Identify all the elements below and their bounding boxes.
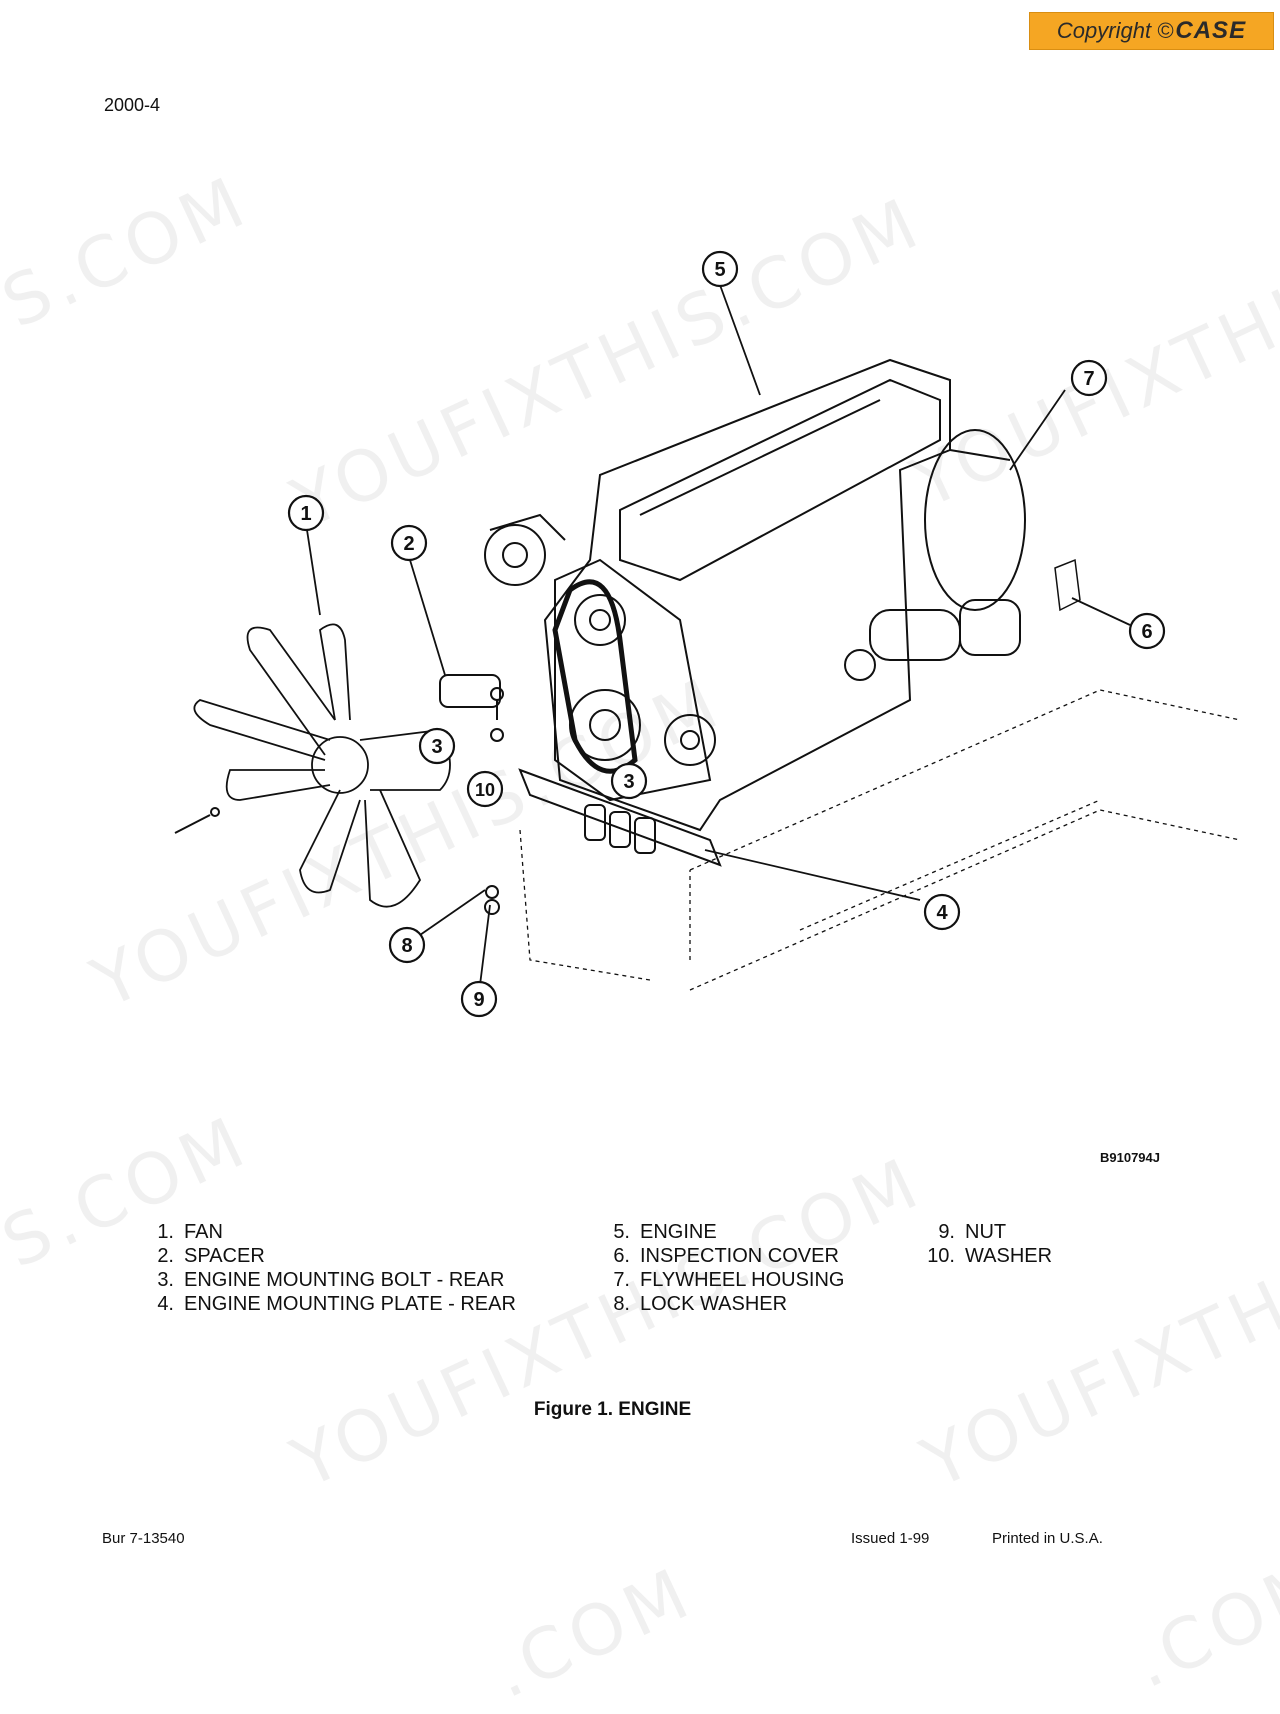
legend-item: 8.LOCK WASHER — [613, 1293, 788, 1315]
brand-logo: CASE — [1175, 17, 1247, 44]
legend-item: 9.NUT — [938, 1221, 1007, 1243]
callout-circle — [610, 762, 648, 800]
callout-circle — [1070, 359, 1108, 397]
copyright-text: Copyright © — [1056, 18, 1174, 43]
mounting-plate-shape — [518, 768, 722, 867]
engine-block-shape — [543, 358, 951, 832]
footer-issued: Issued 1-99 — [851, 1530, 930, 1547]
legend-item: 6.INSPECTION COVER — [613, 1245, 839, 1267]
legend-item: 2.SPACER — [157, 1245, 265, 1267]
copyright-badge: Copyright © CASE — [1029, 12, 1274, 50]
callout-label: 6 — [1141, 621, 1152, 643]
callout-label: 2 — [403, 533, 414, 555]
engine-diagram: 1 2 3 3 4 5 6 7 8 9 10 — [174, 250, 1241, 1018]
callout-circle — [418, 727, 456, 765]
callout-label: 8 — [401, 935, 412, 957]
callout-circle — [923, 893, 961, 931]
callout-circle — [701, 250, 739, 288]
figure-code: B910794J — [1100, 1150, 1160, 1165]
callout-label: 4 — [936, 902, 948, 924]
callout-label: 9 — [473, 989, 484, 1011]
legend-column-3: 9.NUT 10.WASHER — [925, 1220, 1052, 1268]
callout-label: 10 — [475, 780, 495, 800]
callout-circle — [1128, 612, 1166, 650]
legend-column-2: 5.ENGINE 6.INSPECTION COVER 7.FLYWHEEL H… — [600, 1220, 844, 1316]
callout-circle — [287, 494, 325, 532]
callout-label: 7 — [1083, 368, 1094, 390]
legend-item: 4.ENGINE MOUNTING PLATE - REAR — [157, 1293, 516, 1315]
callout-circle — [460, 980, 498, 1018]
legend-item: 10.WASHER — [927, 1245, 1053, 1267]
footer-printed: Printed in U.S.A. — [992, 1530, 1103, 1547]
legend-column-1: 1.FAN 2.SPACER 3.ENGINE MOUNTING BOLT - … — [144, 1220, 516, 1316]
footer-doc-number: Bur 7-13540 — [102, 1530, 185, 1547]
callout-label: 3 — [431, 736, 442, 758]
callout-circle — [466, 770, 504, 808]
legend-item: 7.FLYWHEEL HOUSING — [613, 1269, 845, 1291]
legend-item: 1.FAN — [157, 1221, 223, 1243]
callout-label: 1 — [300, 503, 311, 525]
callout-circle — [388, 926, 426, 964]
legend-item: 3.ENGINE MOUNTING BOLT - REAR — [157, 1269, 505, 1291]
callout-label: 3 — [623, 771, 634, 793]
callout-label: 5 — [714, 259, 725, 281]
legend-item: 5.ENGINE — [613, 1221, 717, 1243]
figure-caption: Figure 1. ENGINE — [533, 1399, 692, 1420]
page-number: 2000-4 — [104, 95, 161, 115]
callout-circle — [390, 524, 428, 562]
